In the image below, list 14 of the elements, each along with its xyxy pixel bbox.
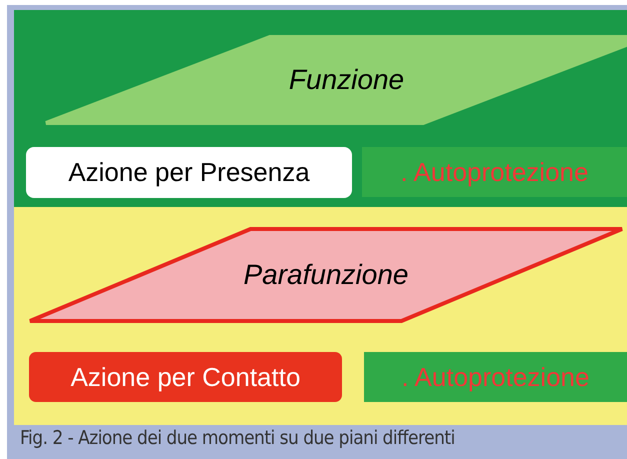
node-label: . Autoprotezione (402, 362, 590, 392)
parallelogram-shape (28, 227, 624, 323)
label-box (26, 147, 352, 198)
node-label: Funzione (288, 64, 404, 96)
parallelogram-shape (44, 35, 627, 125)
node-label: . Autoprotezione (400, 156, 588, 188)
label-box (29, 352, 342, 402)
band-background (14, 10, 627, 207)
label-box (364, 352, 627, 402)
node-label: Azione per Contatto (70, 362, 300, 392)
node-label: Azione per Presenza (68, 157, 310, 188)
band-background (14, 207, 627, 425)
node-label: Parafunzione (243, 259, 408, 291)
figure-caption: Fig. 2 - Azione dei due momenti su due piani differenti (20, 427, 455, 449)
